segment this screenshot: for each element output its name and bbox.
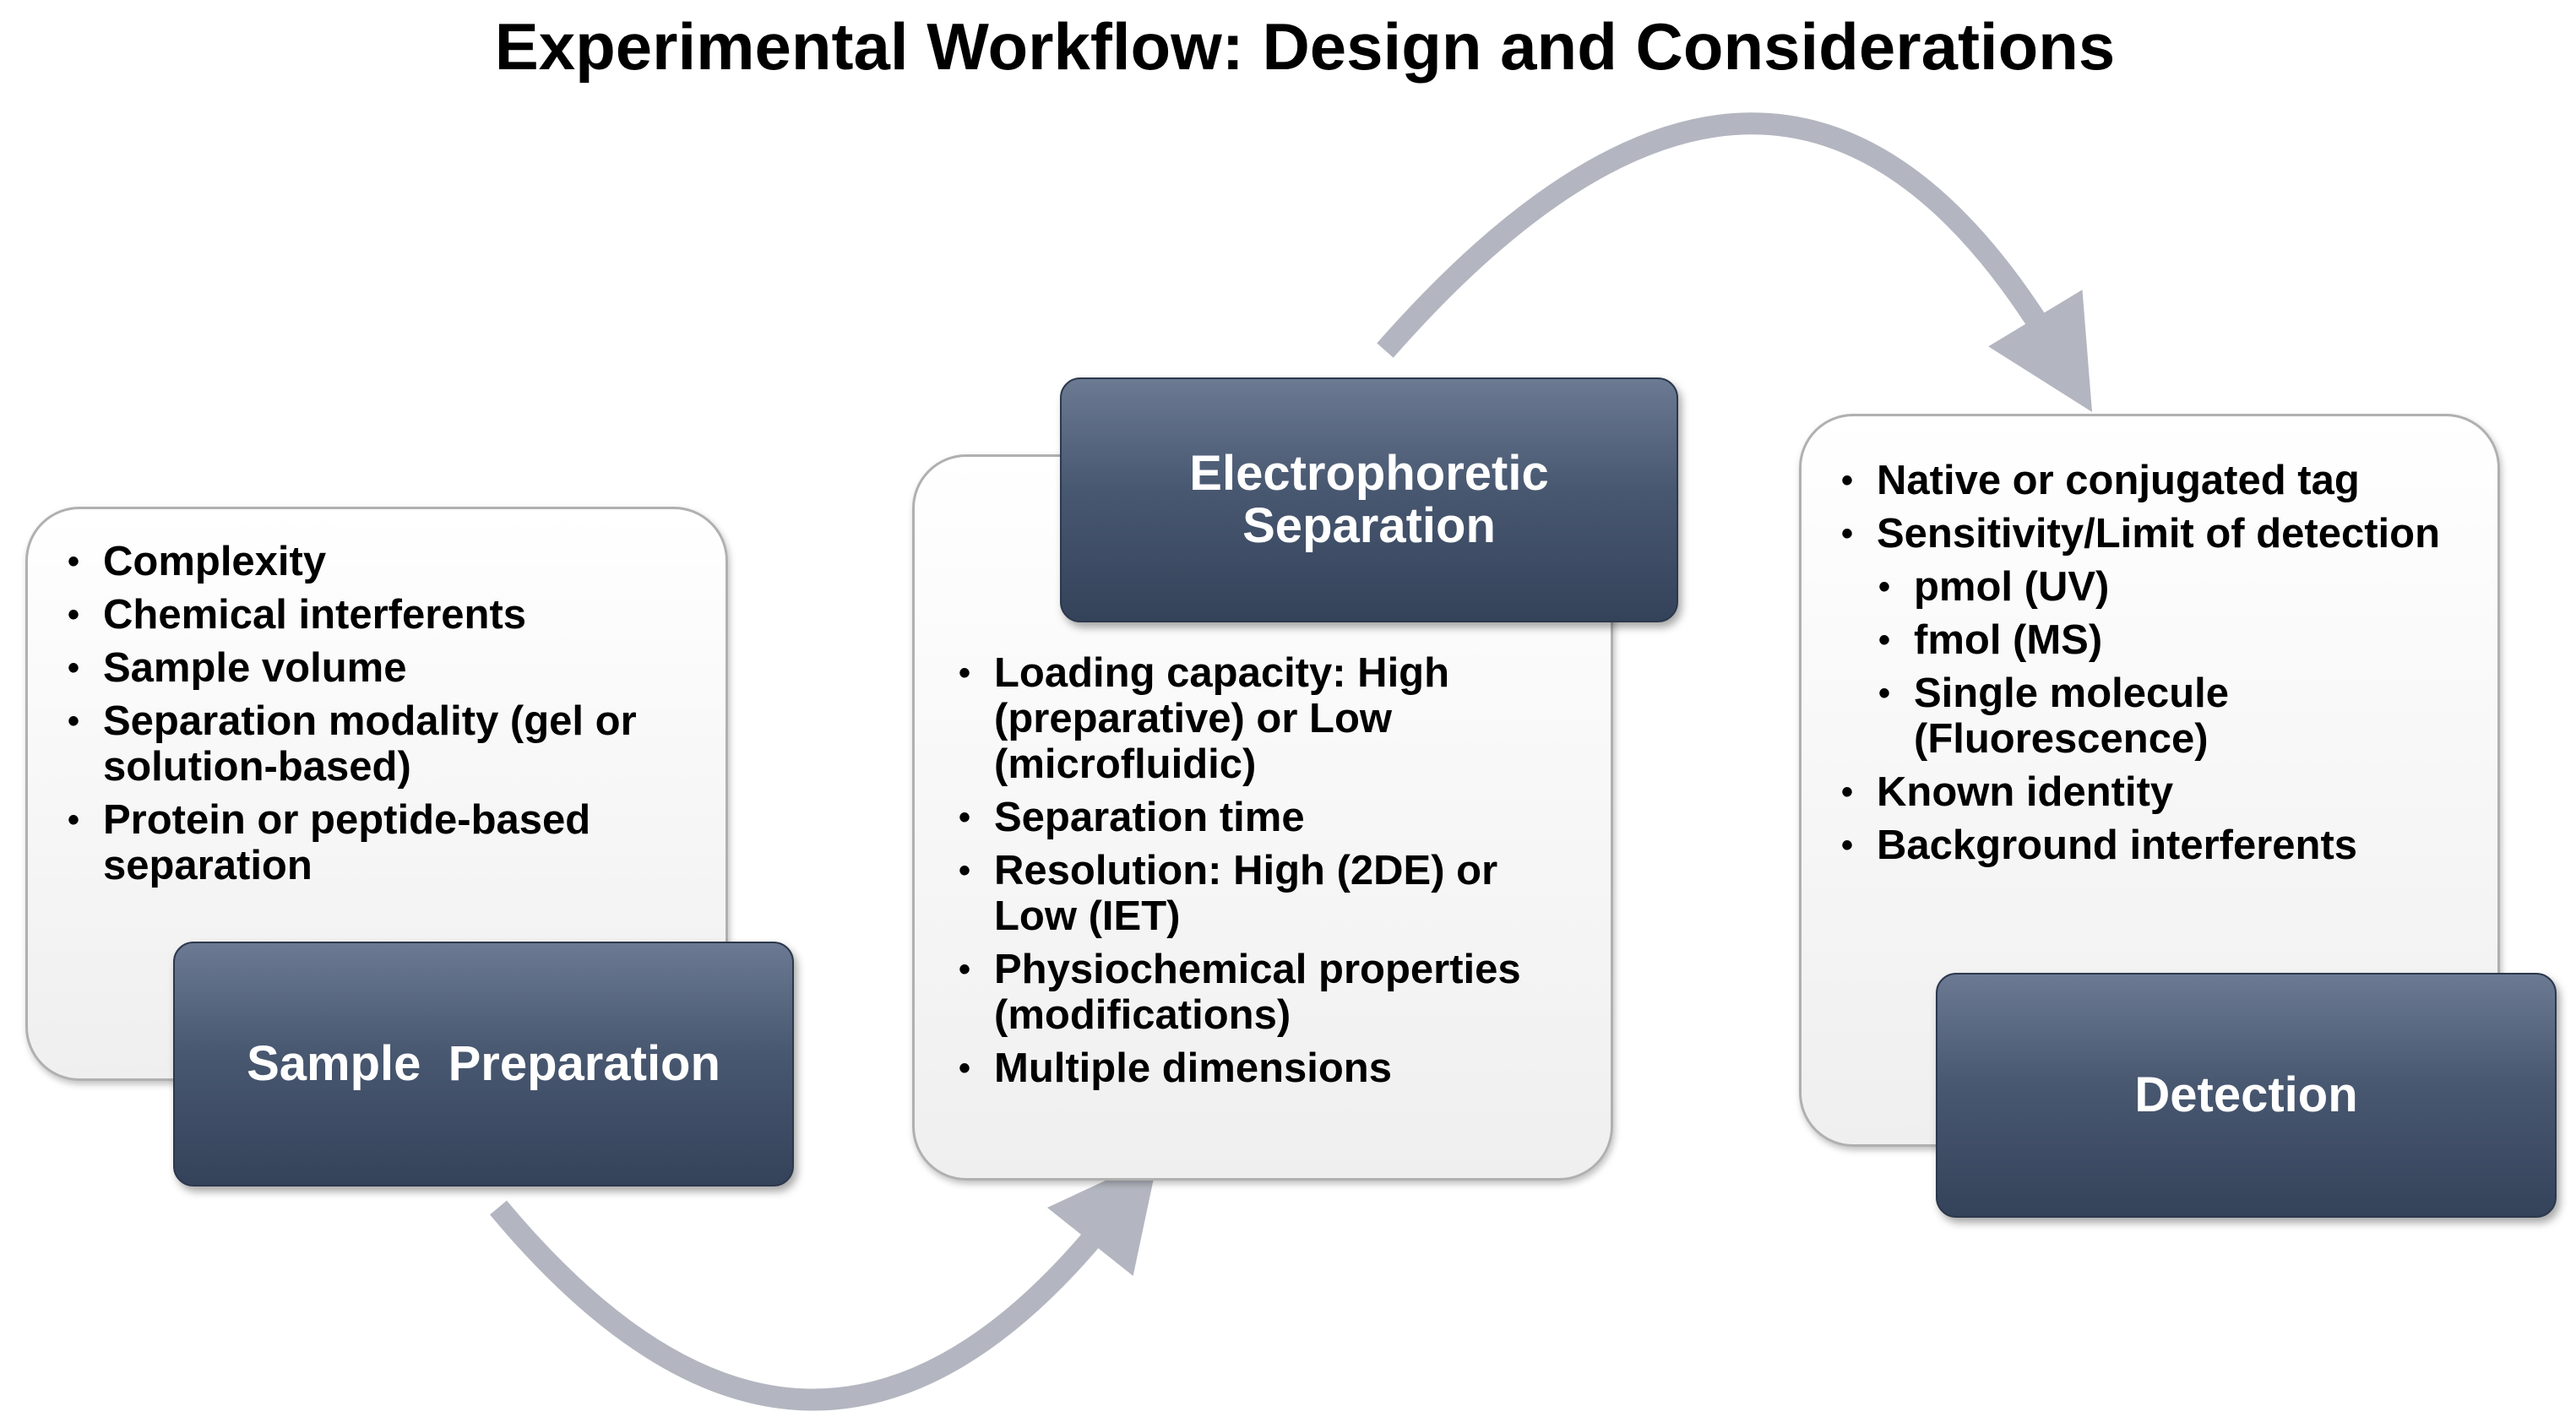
list-item: Known identity	[1841, 769, 2483, 815]
list-subitem: fmol (MS)	[1878, 617, 2483, 663]
list-subitem: Single molecule (Fluorescence)	[1878, 671, 2483, 762]
arrow-prep-to-separation	[490, 1155, 1159, 1411]
list-item: Loading capacity: High (preparative) or …	[959, 650, 1579, 787]
sample-preparation-header: Sample Preparation	[173, 942, 794, 1186]
diagram-title: Experimental Workflow: Design and Consid…	[494, 9, 2116, 84]
electrophoretic-separation-header: Electrophoretic Separation	[1060, 377, 1678, 622]
list-item: Sample volume	[68, 645, 709, 691]
list-subitem: pmol (UV)	[1878, 564, 2483, 610]
detection-header: Detection	[1936, 973, 2557, 1218]
list-item: Chemical interferents	[68, 592, 709, 638]
list-item: Separation time	[959, 795, 1579, 840]
list-item: Background interferents	[1841, 823, 2483, 868]
arrow-separation-to-detection	[1377, 112, 2093, 412]
sample-preparation-list: Complexity Chemical interferents Sample …	[68, 539, 709, 896]
list-item: Separation modality (gel or solution-bas…	[68, 698, 709, 790]
list-item: Multiple dimensions	[959, 1045, 1579, 1091]
list-item: Complexity	[68, 539, 709, 584]
detection-list: Native or conjugated tag Sensitivity/Lim…	[1841, 458, 2483, 876]
list-item: Sensitivity/Limit of detection	[1841, 511, 2483, 557]
list-item: Native or conjugated tag	[1841, 458, 2483, 503]
electrophoretic-separation-list: Loading capacity: High (preparative) or …	[959, 650, 1579, 1099]
list-item: Physiochemical properties (modifications…	[959, 947, 1579, 1038]
list-item: Protein or peptide-based separation	[68, 797, 709, 888]
list-item: Resolution: High (2DE) or Low (IET)	[959, 848, 1579, 939]
